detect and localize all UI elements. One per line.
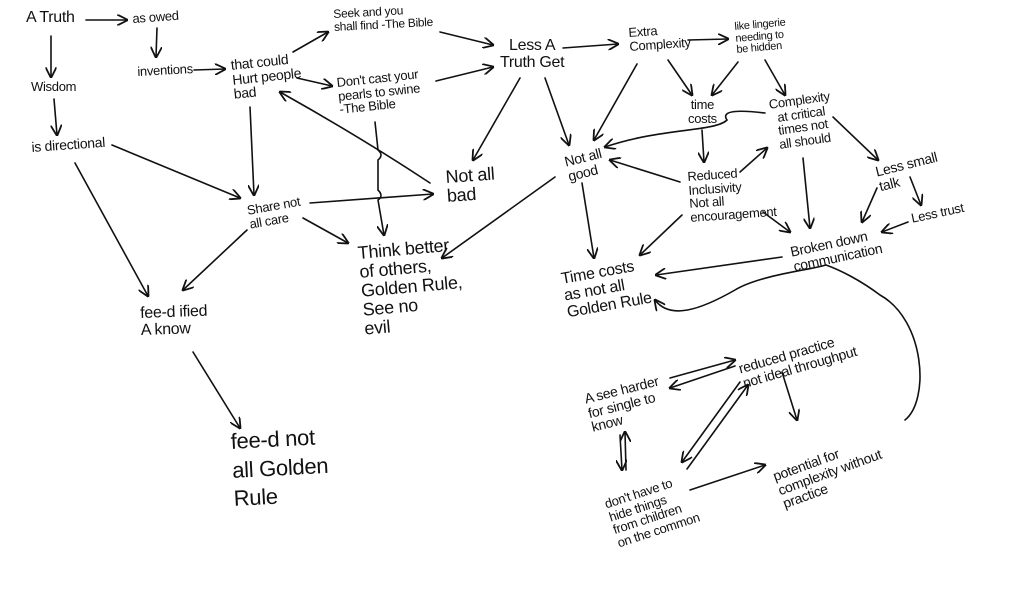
edge-dont-have-reduced — [686, 385, 748, 470]
edge-as-owed-inventions — [156, 27, 157, 57]
node-text: bad — [446, 183, 477, 206]
edge-share-not-not-all-bad — [309, 194, 433, 204]
edge-extra-time-costs — [667, 59, 692, 95]
edge-feed-ified-feed-not — [192, 351, 240, 428]
edge-reduced-complexity — [739, 148, 767, 173]
edge-dont-have-potential — [689, 465, 765, 491]
edge-less-a-truth-extra — [562, 44, 618, 48]
edge-pearls-less-a-truth — [435, 67, 493, 82]
edge-that-could-seek — [292, 32, 328, 53]
edge-dont-have-a-see — [625, 432, 626, 471]
node-as-owed: as owed — [131, 7, 180, 26]
edge-complexity-less-small-talk — [832, 116, 878, 160]
edge-not-all-bad-that-could — [280, 92, 431, 184]
edge-less-a-truth-not-all-bad — [473, 77, 521, 160]
edge-complexity-broken — [802, 157, 810, 228]
edge-reduced-a-see — [670, 365, 736, 388]
edge-less-a-truth-not-all-good — [544, 77, 569, 145]
node-text: time — [690, 97, 715, 112]
node-inventions: inventions — [136, 61, 194, 79]
edge-that-could-share-not — [250, 106, 254, 195]
edge-reduced-dont-have — [682, 381, 741, 462]
edge-is-directional-feed-ified — [74, 162, 148, 296]
node-text: all Golden — [231, 452, 329, 483]
edge-reduced-not-all-good — [610, 160, 681, 183]
edge-not-all-good-time-costs-golden — [581, 182, 594, 258]
node-text: Rule — [233, 483, 279, 512]
edge-a-see-reduced — [669, 360, 735, 379]
edge-extra-not-all-good — [594, 63, 638, 140]
edge-time-costs-reduced-inclusivity — [702, 129, 704, 162]
edge-is-directional-share-not — [111, 144, 240, 198]
edge-lingerie-complexity — [764, 59, 785, 95]
node-text: fee-d not — [230, 424, 316, 454]
edge-a-see-dont-have — [620, 434, 622, 470]
edge-reduced-broken — [762, 211, 790, 232]
edge-less-small-talk-less-trust — [909, 176, 921, 205]
edge-share-not-think-better — [302, 217, 348, 243]
edge-lingerie-time-costs — [712, 61, 739, 95]
node-a-truth: A Truth — [26, 9, 75, 27]
edge-inventions-that-could — [193, 69, 225, 70]
edge-share-not-feed-ified — [183, 229, 248, 290]
edge-broken-loop — [655, 264, 921, 421]
edge-less-small-talk-broken — [862, 187, 878, 222]
node-wisdom: Wisdom — [31, 80, 76, 94]
edge-extra-lingerie — [687, 39, 728, 40]
node-text: costs — [688, 110, 717, 126]
edge-pearls-think-better — [374, 121, 384, 235]
edge-time-costs-not-all-good — [605, 110, 766, 147]
node-text: A know — [140, 320, 191, 339]
node-text: inventions — [136, 61, 194, 79]
edge-reduced-potential — [781, 371, 797, 420]
node-text: Truth Get — [500, 53, 565, 71]
edge-seek-less-a-truth — [439, 31, 493, 45]
node-text: Wisdom — [31, 79, 77, 94]
edge-broken-time-costs-golden — [656, 256, 783, 275]
node-text: A Truth — [26, 9, 75, 26]
node-text: as owed — [131, 7, 180, 26]
edge-reduced-time-costs-golden — [640, 214, 683, 255]
edge-not-all-good-think-better — [442, 176, 556, 258]
edge-less-trust-broken — [882, 221, 909, 232]
node-text: Less A — [509, 37, 556, 54]
edge-that-could-pearls — [296, 77, 332, 86]
edge-wisdom-is-directional — [54, 98, 57, 135]
